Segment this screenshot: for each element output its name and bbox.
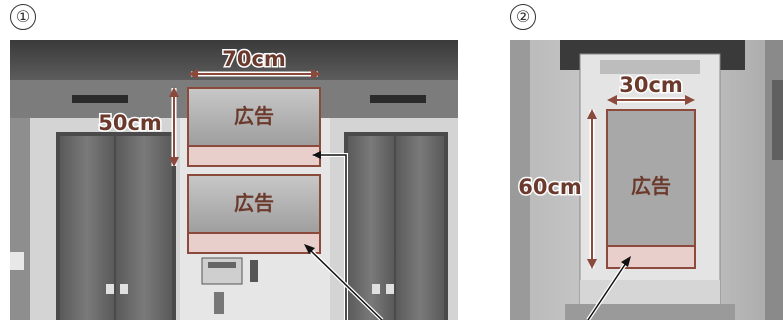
call-panel-display [208,262,236,268]
width-arrow-right-icon [311,69,321,79]
right-door-sticker-2 [386,284,394,294]
right-elevator-door-right [396,136,444,320]
stand-photo: 広告 30cm 60cm [510,40,783,320]
stand-callout-arrow-icon [621,256,631,267]
stand-width-arrow-left-icon [607,95,617,105]
left-elevator-door-left [60,136,114,320]
left-door-sticker-1 [106,284,114,294]
call-panel-side [250,260,258,282]
callout-top-arrow-icon [312,151,321,159]
pillar-left [510,40,530,320]
right-door-sticker-1 [372,284,380,294]
call-panel [201,257,243,285]
stand-header [600,60,700,74]
wheelchair-sign-icon [10,252,24,270]
ad-frame-bottom [187,174,321,234]
stand-width-label: 30cm [619,73,683,97]
callout-bottom-arrow-icon [304,244,315,254]
left-door-sticker-2 [120,284,128,294]
floor-indicator-right [370,95,426,103]
stand-height-arrow-down-icon [587,259,597,269]
width-label: 70cm [222,47,286,71]
call-button [214,292,224,314]
ad-strip-top [187,145,321,167]
stand-height-label: 60cm [518,175,582,199]
callout-top-line [314,154,347,320]
stand-floor [565,304,735,320]
stand-height-arrow-up-icon [587,109,597,119]
stand-width-arrow-right-icon [685,95,695,105]
ad-label-top: 広告 [234,104,274,128]
stand-illustration: 広告 30cm 60cm [510,40,783,320]
elevator-illustration: 広告 広告 70cm 50cm [10,40,458,320]
ad-label-bottom: 広告 [234,191,274,215]
ad-strip-bottom [187,232,321,254]
elevator-photo: 広告 広告 70cm 50cm [10,40,458,320]
panel-2-label: ② [510,4,536,30]
panel-1-label: ① [10,4,36,30]
stand-ad-label: 広告 [631,174,671,198]
sign-right-edge [772,80,783,160]
height-arrow-up-icon [169,87,179,97]
stand-ad-strip [606,245,696,269]
callout-bottom-line [307,247,383,320]
height-label: 50cm [98,111,162,135]
floor-indicator-left [72,95,128,103]
stand-callout-line [587,259,629,320]
width-arrow-left-icon [188,69,198,79]
ad-frame-top [187,87,321,147]
height-arrow-down-icon [169,157,179,167]
